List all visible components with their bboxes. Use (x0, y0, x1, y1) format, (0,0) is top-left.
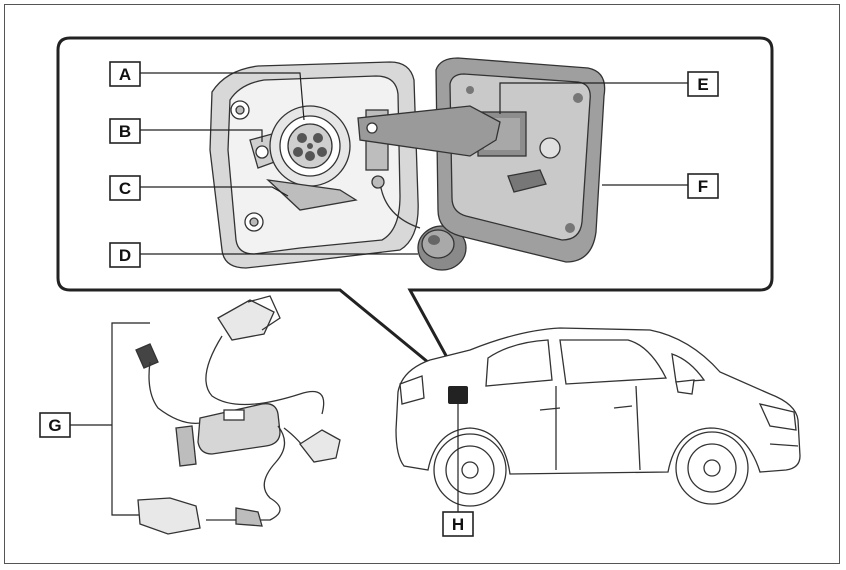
vehicle-illustration (395, 327, 801, 512)
cable-tag (175, 425, 197, 467)
figure-frame (4, 4, 840, 564)
label-A: A (109, 61, 141, 87)
label-E-text: E (697, 75, 708, 94)
control-box (197, 403, 281, 455)
charging-lid (357, 57, 606, 263)
vehicle-connector (217, 299, 275, 341)
label-C: C (109, 175, 141, 201)
label-B: B (109, 118, 141, 144)
charging-inlet-housing (209, 61, 421, 269)
inlet-cap (417, 225, 467, 271)
label-H-text: H (452, 515, 464, 534)
label-D: D (109, 242, 141, 268)
label-H: H (442, 511, 474, 537)
label-D-text: D (119, 246, 131, 265)
label-B-text: B (119, 122, 131, 141)
label-C-text: C (119, 179, 131, 198)
label-G-text: G (48, 416, 61, 435)
charging-cable (70, 295, 341, 535)
plug (135, 343, 159, 369)
leader-lines (140, 72, 688, 255)
label-G: G (39, 412, 71, 438)
vehicle-connector (137, 497, 201, 535)
charging-lid-location (448, 386, 468, 404)
label-F-text: F (698, 177, 708, 196)
label-E: E (687, 71, 719, 97)
vehicle-connector (299, 429, 341, 463)
label-A-text: A (119, 65, 131, 84)
label-F: F (687, 173, 719, 199)
